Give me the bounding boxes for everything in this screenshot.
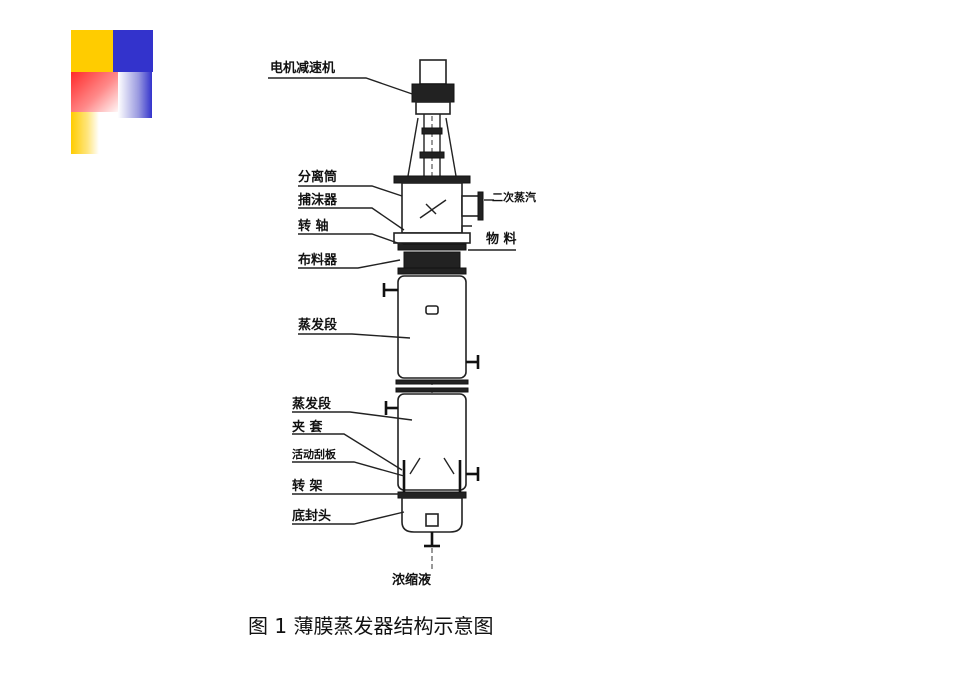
label-distributor: 布料器 (298, 252, 338, 268)
label-motor-reducer: 电机减速机 (270, 60, 335, 76)
label-evaporation-lower: 蒸发段 (292, 396, 331, 412)
decor-blue-square (113, 30, 153, 72)
label-secondary-vapor: 二次蒸汽 (492, 190, 536, 204)
separator-drum (393, 175, 484, 244)
bottom-head (401, 497, 463, 548)
leader-lines (268, 77, 516, 525)
label-material: 物 料 (486, 231, 517, 247)
decor-yellow-square (71, 30, 113, 72)
rotating-frame (397, 491, 467, 499)
distributor (397, 243, 467, 275)
label-jacket: 夹 套 (292, 419, 324, 435)
label-demister: 捕沫器 (298, 192, 338, 208)
motor-reducer (407, 59, 457, 177)
label-concentrate: 浓缩液 (392, 572, 431, 588)
evaporation-section-upper (382, 275, 480, 379)
evaporation-section-lower (384, 393, 480, 496)
label-separator: 分离筒 (298, 169, 337, 185)
middle-flange-top (395, 379, 469, 385)
label-rotating-frame: 转 架 (292, 478, 323, 494)
diagram-caption: 图 1 薄膜蒸发器结构示意图 (248, 614, 493, 638)
label-scraper: 活动刮板 (292, 447, 337, 461)
middle-flange-bottom (395, 387, 469, 393)
decor-red-gradient-square (71, 72, 121, 112)
label-evaporation-upper: 蒸发段 (298, 317, 337, 333)
label-bottom-head: 底封头 (292, 508, 331, 524)
decor-yellow-gradient-bar (71, 112, 99, 154)
label-shaft: 转 轴 (298, 218, 329, 234)
decor-blue-gradient-bar (118, 72, 152, 118)
